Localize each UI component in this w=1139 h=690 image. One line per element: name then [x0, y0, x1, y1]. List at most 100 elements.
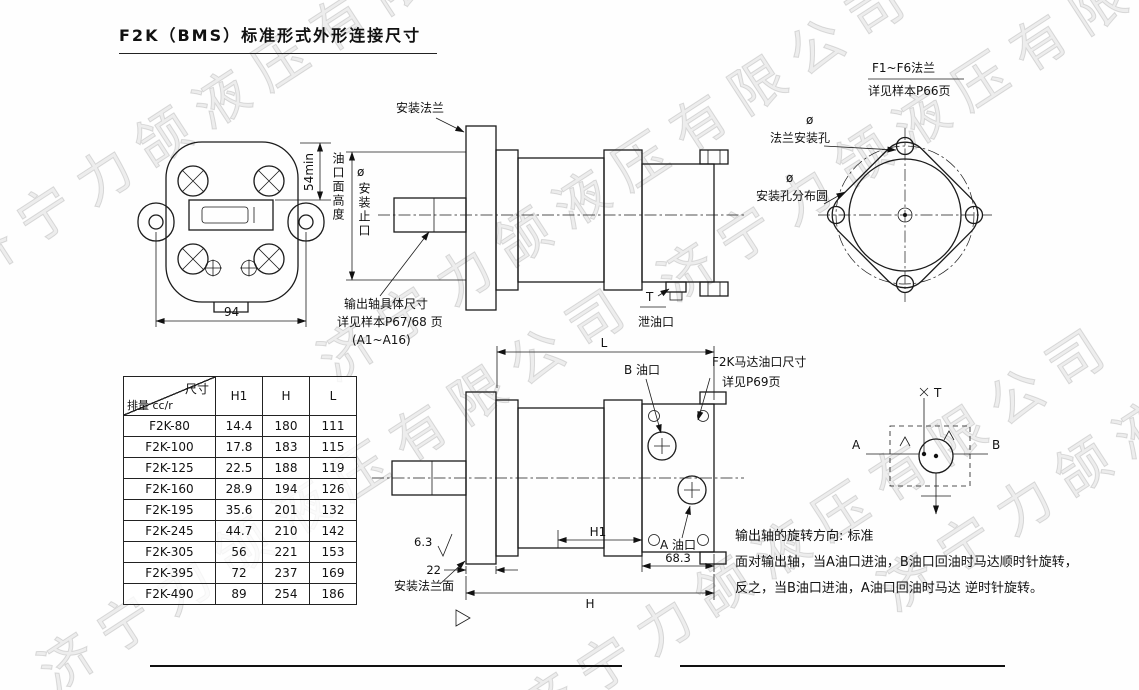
shaft-note-line1: 输出轴具体尺寸 [344, 296, 428, 311]
drain-port-text: 泄油口 [638, 315, 674, 329]
port-housing [641, 163, 715, 283]
flange-outline [165, 141, 299, 303]
table-row: F2K-245 44.7 210 142 [123, 520, 357, 542]
dim-68-3-value: 68.3 [665, 551, 691, 565]
schematic-box [889, 425, 971, 487]
check-valve-arrow [899, 436, 911, 447]
bolt-hole [177, 243, 209, 275]
port-size-note-line1: F2K马达油口尺寸 [712, 355, 806, 369]
port-a-circle [677, 475, 707, 505]
h-cell: 201 [262, 499, 310, 521]
rotation-note-line3: 反之，当B油口进油，A油口回油时马达 逆时针旋转。 [735, 581, 1043, 596]
t-cross-mark [919, 387, 929, 397]
port-size-note-line2: 详见P69页 [722, 374, 781, 389]
body-ring [495, 149, 519, 291]
port-face [188, 199, 274, 231]
model-cell: F2K-395 [123, 562, 216, 584]
left-ear-hole [148, 214, 164, 230]
h1-cell: 17.8 [215, 436, 263, 458]
dim-spigot: ø [346, 151, 466, 281]
dim-h1-value: H1 [590, 525, 607, 539]
drain-label: T 泄油口 [638, 288, 674, 329]
table-row: F2K-125 22.5 188 119 [123, 457, 357, 479]
model-cell: F2K-80 [123, 415, 216, 437]
h-cell: 194 [262, 478, 310, 500]
spigot-phi: ø [357, 165, 364, 179]
mounting-flange-label: 安装法兰 [396, 100, 465, 133]
rotation-note: 输出轴的旋转方向: 标准 面对输出轴，当A油口进油，B油口回油时马达顺时针旋转，… [735, 524, 1119, 602]
model-cell: F2K-160 [123, 478, 216, 500]
top-port-fitting [699, 149, 729, 165]
t-port-text: T [645, 290, 654, 304]
bolt-circle [835, 145, 975, 285]
bolt-hole [895, 136, 915, 156]
bottom-view: L B 油口 F2K马达油口尺寸 详见P69页 A 油口 H1 [372, 336, 806, 627]
h-cell: 210 [262, 520, 310, 542]
port-b-label: B 油口 [624, 363, 662, 434]
hydraulic-schematic: T A B [852, 386, 1000, 515]
dim-54min: 54min [275, 142, 331, 201]
h1-cell: 89 [215, 583, 263, 605]
body-main [517, 157, 605, 283]
port-b-circle [647, 431, 677, 461]
bottom-tab [213, 302, 249, 313]
drain-fitting [665, 281, 687, 293]
dim-22: 22 [426, 563, 518, 577]
h-cell: 188 [262, 457, 310, 479]
housing-bolt-hole [648, 534, 660, 546]
bolt-hole [826, 205, 846, 225]
port-size-note: F2K马达油口尺寸 详见P69页 [697, 355, 806, 421]
h1-cell: 35.6 [215, 499, 263, 521]
l-cell: 119 [309, 457, 357, 479]
motor-dot [933, 453, 939, 459]
flange-view: F1~F6法兰 详见样本P66页 ø 法兰安装孔 ø 安装孔分布圆 [756, 61, 992, 302]
schematic-t-label: T [933, 386, 942, 400]
flange-ref-subtitle: 详见样本P66页 [868, 83, 951, 98]
flange-pilot-circle [848, 158, 962, 272]
table-row: F2K-395 72 237 169 [123, 562, 357, 584]
dim-54min-value: 54min [302, 153, 316, 191]
bolt-hole [964, 205, 984, 225]
model-cell: F2K-125 [123, 457, 216, 479]
l-cell: 115 [309, 436, 357, 458]
port-slot [201, 206, 249, 224]
roughness-symbol [437, 533, 453, 557]
dim-22-value: 22 [426, 563, 441, 577]
flange-ref-label: F1~F6法兰 详见样本P66页 [868, 61, 964, 98]
right-ear-hole [298, 214, 314, 230]
page-title: F2K（BMS）标准形式外形连接尺寸 [119, 22, 438, 54]
h-cell: 254 [262, 583, 310, 605]
mounting-flange-plate [465, 125, 497, 311]
table-row: F2K-195 35.6 201 132 [123, 499, 357, 521]
dim-h: H [465, 574, 715, 611]
spigot-label: 安装止口 [357, 182, 371, 238]
schematic-b-label: B [992, 438, 1000, 452]
bolt-hole [253, 243, 285, 275]
table-row: F2K-490 89 254 186 [123, 583, 357, 605]
l-cell: 153 [309, 541, 357, 563]
h1-cell: 28.9 [215, 478, 263, 500]
housing-bolt-hole [648, 410, 660, 422]
h-cell: 180 [262, 415, 310, 437]
front-view [137, 141, 325, 313]
h-cell: 237 [262, 562, 310, 584]
shaft-note: 输出轴具体尺寸 详见样本P67/68 页 (A1~A16) [337, 231, 443, 347]
mount-hole-text: 法兰安装孔 [770, 130, 830, 145]
bolt-hole [253, 165, 285, 197]
check-valve-arrow [943, 430, 955, 441]
bottom-port-fitting [699, 281, 729, 297]
model-cell: F2K-100 [123, 436, 216, 458]
mount-hole-phi: ø [806, 113, 813, 127]
table-row: F2K-100 17.8 183 115 [123, 436, 357, 458]
shaft-note-line2: 详见样本P67/68 页 [337, 314, 443, 329]
port-crosshairs [654, 438, 700, 498]
bolt-circle-phi: ø [786, 171, 793, 185]
port-a-text: A 油口 [660, 538, 696, 552]
bottom-port-fitting [699, 551, 727, 565]
bolt-hole [177, 165, 209, 197]
port-housing [641, 403, 715, 553]
bolt-hole-cross-marks [182, 170, 280, 270]
pilot-hole-crosshairs [204, 259, 258, 277]
model-cell: F2K-195 [123, 499, 216, 521]
